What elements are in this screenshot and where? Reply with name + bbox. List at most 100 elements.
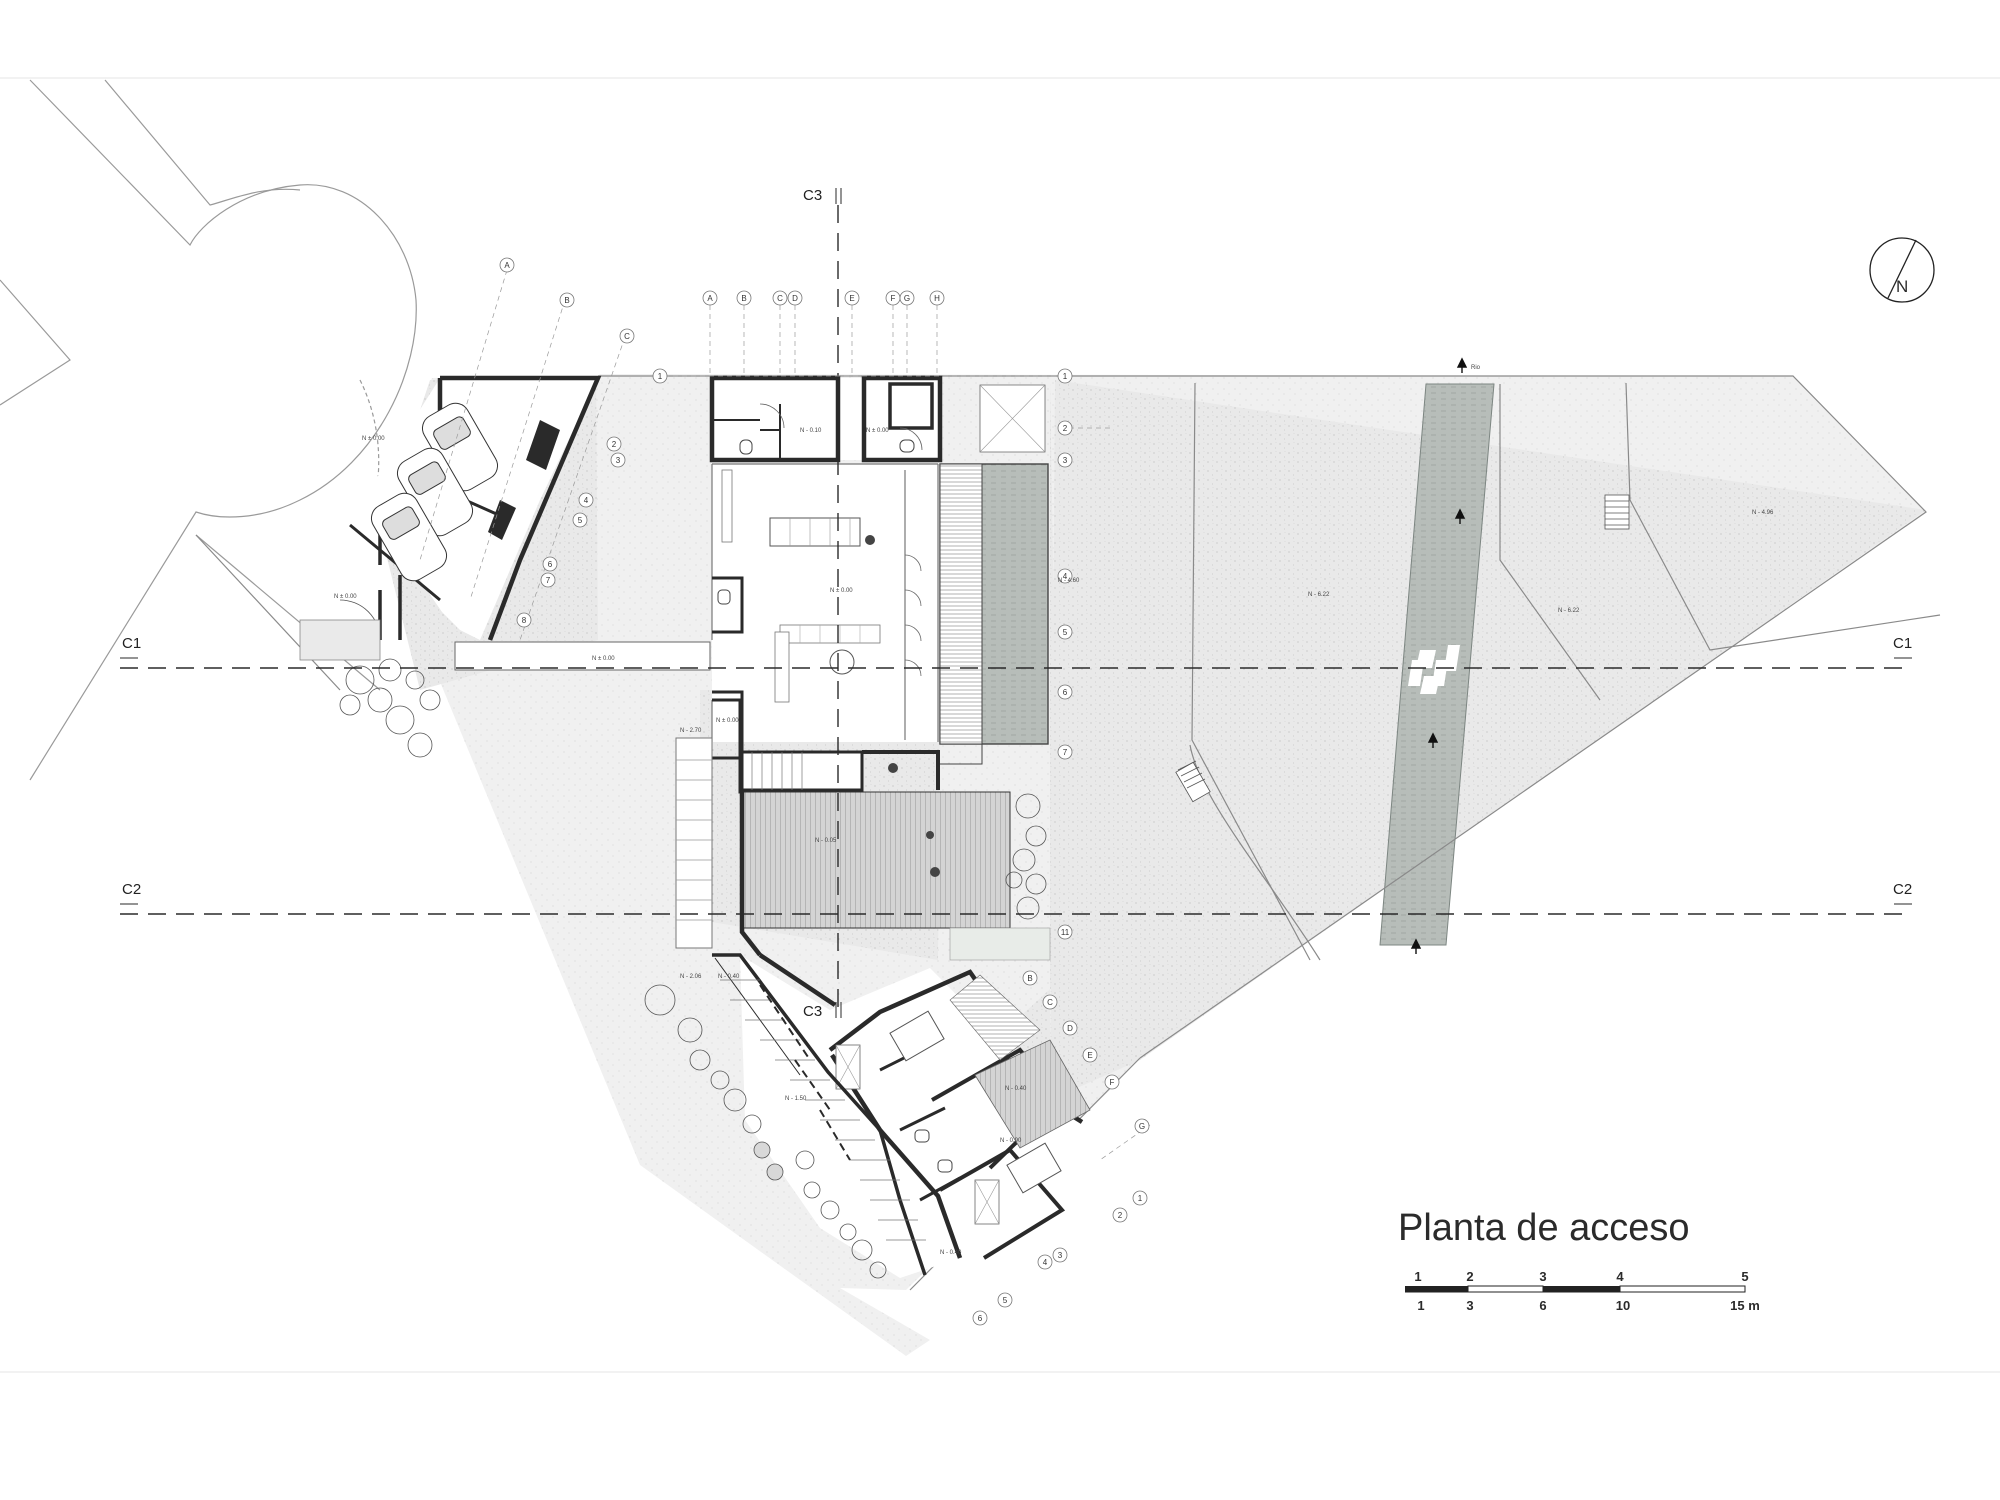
level-garage: N ± 0.00 (362, 436, 385, 442)
section-c2-left: C2 (122, 881, 141, 898)
grid-bubble-wing-2-circle (1112, 1207, 1128, 1223)
grid-bubble-wing-c-circle (1042, 994, 1058, 1010)
scale-bottom-tick: 3 (1466, 1298, 1473, 1313)
stepped-walk: N - 0.40 N - 2.06 N - 1.50 (680, 953, 927, 1276)
grid-bubble-wing-b: B (1027, 974, 1032, 983)
level-wing-b: N - 2.06 (680, 974, 702, 980)
grid-bubble-wing-e-circle (1082, 1047, 1098, 1063)
level-room-a: N - 0.40 (1005, 1086, 1027, 1092)
grid-bubble-wing-e: E (1087, 1051, 1092, 1060)
grid-bubble-wing-f-circle (1104, 1074, 1120, 1090)
section-c3-bottom: C3 (803, 1003, 822, 1020)
grid-bubble-garage-b: B (564, 296, 569, 305)
grid-bubble-garage-a: A (504, 261, 510, 270)
grid-bubble-7-circle (1057, 744, 1073, 760)
bedroom-wing: N - 0.40 N - 0.90 N - 0.40 (740, 953, 1091, 1278)
grid-bubble-d-circle (787, 290, 803, 306)
grid-bubble-b: B (741, 294, 746, 303)
grid-bubble-g: G (904, 294, 910, 303)
level-pool: N - 4.60 (1058, 578, 1080, 584)
grid-bubble-f: F (891, 294, 896, 303)
grid-bubble-garage-3: 3 (616, 456, 621, 465)
scale-top-tick: 4 (1616, 1269, 1624, 1284)
level-stair-low: N - 2.70 (680, 728, 702, 734)
level-patio: N ± 0.00 (334, 594, 357, 600)
grid-bubble-11: 11 (1061, 928, 1070, 937)
grid-bubble-garage-4-circle (578, 492, 594, 508)
scale-top-tick: 2 (1466, 1269, 1473, 1284)
scale-bottom-tick: 6 (1539, 1298, 1546, 1313)
scale-bottom-tick: 10 (1616, 1298, 1630, 1313)
level-deck: N - 0.05 (815, 838, 837, 844)
level-room-b: N - 0.90 (1000, 1138, 1022, 1144)
deck: N - 0.05 (739, 790, 1051, 961)
grid-bubble-5-circle (1057, 624, 1073, 640)
grid-bubble-garage-8: 8 (522, 616, 527, 625)
level-living: N ± 0.00 (830, 588, 853, 594)
grid-bubble-garage-5-circle (572, 512, 588, 528)
level-hall: N ± 0.00 (716, 718, 739, 724)
grid-bubble-a: A (707, 294, 713, 303)
grid-bubble-2-circle (1057, 420, 1073, 436)
main-house: N - 0.10 N ± 0.00 N ± 0.00 N ± 0.00 N - … (675, 375, 943, 949)
terrain (378, 374, 1926, 1356)
grid-bubble-wing-f: F (1110, 1078, 1115, 1087)
grid-bubble-wing-b-circle (1022, 970, 1038, 986)
grid-bubble-wing-5-circle (997, 1292, 1013, 1308)
grid-bubble-b-circle (736, 290, 752, 306)
grid-axes (419, 269, 1151, 1161)
level-room-c: N - 0.40 (940, 1250, 962, 1256)
level-walkway: N ± 0.00 (592, 656, 615, 662)
grid-bubble-garage-7-circle (540, 572, 556, 588)
grid-bubble-wing-3-circle (1052, 1247, 1068, 1263)
drawing-title: Planta de acceso (1398, 1207, 1690, 1249)
access-road (0, 79, 417, 781)
grid-bubble-garage-2: 2 (612, 440, 617, 449)
scale-top-tick: 5 (1741, 1269, 1748, 1284)
grid-bubble-garage-2-circle (606, 436, 622, 452)
grid-bubble-4: 4 (1063, 572, 1068, 581)
grid-bubble-1-left: 1 (658, 372, 663, 381)
level-wing-c: N - 1.50 (785, 1096, 807, 1102)
section-lines (120, 188, 1912, 1018)
grid-bubble-2: 2 (1063, 424, 1068, 433)
grid-bubble-garage-c: C (624, 332, 630, 341)
grid-bubble-1-left-circle (652, 368, 668, 384)
grid-bubble-6: 6 (1063, 688, 1068, 697)
grid-bubble-3-circle (1057, 452, 1073, 468)
grid-bubble-7: 7 (1063, 748, 1068, 757)
grid-bubble-garage-5: 5 (578, 516, 583, 525)
sheet-frame (0, 77, 2000, 1373)
grid-bubble-wing-4-circle (1037, 1254, 1053, 1270)
grid-bubble-wing-5: 5 (1003, 1296, 1008, 1305)
grid-bubble-h: H (934, 294, 940, 303)
planting (299, 619, 441, 758)
grid-bubble-wing-3: 3 (1058, 1251, 1063, 1260)
grid-bubble-c: C (777, 294, 783, 303)
grid-bubble-e-circle (844, 290, 860, 306)
section-c1-right: C1 (1893, 635, 1912, 652)
level-wing-a: N - 0.40 (718, 974, 740, 980)
level-lawn-far: N - 4.96 (1752, 510, 1774, 516)
level-lawn-right: N - 6.22 (1558, 608, 1580, 614)
river-label: Rio (1471, 365, 1481, 371)
grid-bubble-garage-3-circle (610, 452, 626, 468)
pool (939, 384, 1049, 765)
grid-bubble-wing-6-circle (972, 1310, 988, 1326)
grid-bubble-a-circle (702, 290, 718, 306)
grid-bubble-wing-d-circle (1062, 1020, 1078, 1036)
grid-bubble-garage-a-circle (499, 257, 515, 273)
grid-bubble-garage-b-circle (559, 292, 575, 308)
north-label: N (1896, 277, 1908, 296)
grid-bubble-1-circle (1057, 368, 1073, 384)
grid-bubble-garage-6-circle (542, 556, 558, 572)
grid-bubble-1: 1 (1063, 372, 1068, 381)
grid-bubble-3: 3 (1063, 456, 1068, 465)
level-lawn-mid: N - 6.22 (1308, 592, 1330, 598)
grid-bubble-4-circle (1057, 568, 1073, 584)
